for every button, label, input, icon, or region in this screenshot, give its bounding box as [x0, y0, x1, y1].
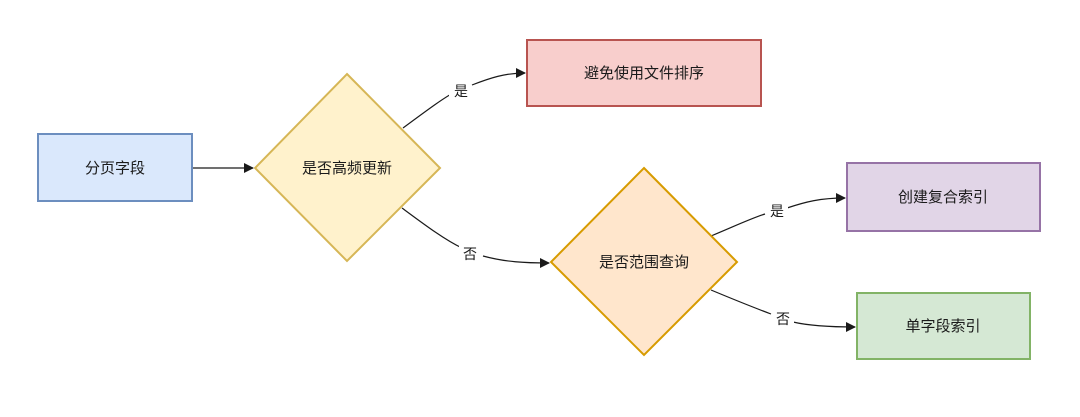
- edge-label-bg: [772, 311, 794, 329]
- node-composite-index-shape: [846, 162, 1041, 232]
- node-start[interactable]: 分页字段: [37, 133, 193, 202]
- edge-range-yes: [710, 198, 845, 237]
- node-avoid-filesort-shape: [526, 39, 762, 107]
- edge-update-yes: [402, 73, 525, 129]
- node-decision-update[interactable]: 是否高频更新: [253, 72, 442, 263]
- node-start-label: 分页字段: [85, 159, 145, 177]
- edge-label-update-no: 否: [463, 247, 477, 263]
- node-single-index-label: 单字段索引: [905, 317, 980, 335]
- edge-label-range-no: 否: [776, 312, 790, 328]
- node-composite-index-label: 创建复合索引: [898, 188, 988, 206]
- node-composite-index[interactable]: 创建复合索引: [846, 162, 1041, 232]
- node-decision-update-shape: [253, 72, 442, 263]
- edge-range-no: [710, 289, 855, 327]
- edge-update-no: [401, 207, 549, 263]
- node-decision-range[interactable]: 是否范围查询: [549, 166, 739, 357]
- node-decision-range-shape: [549, 166, 739, 357]
- node-single-index[interactable]: 单字段索引: [856, 292, 1031, 360]
- node-avoid-filesort[interactable]: 避免使用文件排序: [526, 39, 762, 107]
- node-decision-range-label: 是否范围查询: [599, 253, 689, 271]
- edge-label-bg: [449, 82, 471, 100]
- edge-label-bg: [766, 203, 788, 221]
- edge-label-update-yes: 是: [454, 84, 468, 100]
- edge-label-bg: [459, 245, 481, 263]
- node-start-shape: [37, 133, 193, 202]
- node-single-index-shape: [856, 292, 1031, 360]
- node-avoid-filesort-label: 避免使用文件排序: [584, 64, 704, 82]
- edge-label-range-yes: 是: [770, 204, 784, 220]
- node-decision-update-label: 是否高频更新: [302, 159, 392, 177]
